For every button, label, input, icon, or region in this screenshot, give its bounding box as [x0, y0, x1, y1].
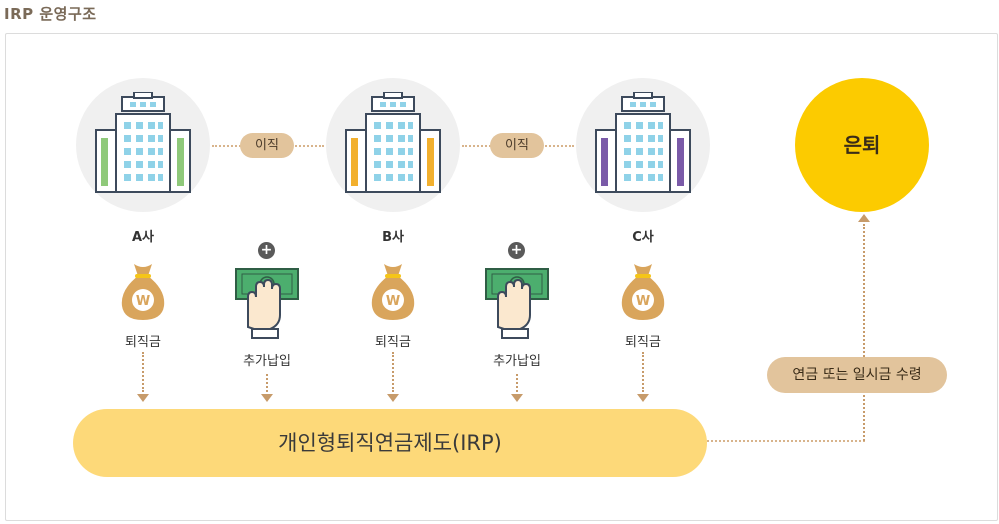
- flow-line-add-1: [266, 374, 268, 392]
- irp-to-retire-line: [707, 440, 865, 442]
- svg-text:W: W: [636, 294, 650, 309]
- building-a-icon: [95, 92, 191, 193]
- arrow-down-icon: [637, 394, 649, 402]
- arrow-down-icon: [511, 394, 523, 402]
- irp-bar: 개인형퇴직연금제도(IRP): [73, 409, 707, 477]
- plus-icon: +: [258, 242, 275, 259]
- company-b-label: B사: [382, 230, 404, 245]
- money-bag-c-icon: W: [621, 264, 665, 320]
- flow-line-c: [642, 352, 644, 392]
- building-b-icon: [345, 92, 441, 193]
- plus-icon: +: [508, 242, 525, 259]
- receive-pill: 연금 또는 일시금 수령: [767, 357, 947, 393]
- severance-a-label: 퇴직금: [125, 335, 161, 350]
- job-change-pill-bc: 이직: [490, 133, 544, 158]
- company-c-label: C사: [632, 230, 654, 245]
- arrow-down-icon: [261, 394, 273, 402]
- retirement-circle: 은퇴: [795, 78, 929, 212]
- job-change-pill-ab: 이직: [240, 133, 294, 158]
- svg-text:W: W: [386, 294, 400, 309]
- hand-money-icon: [235, 268, 299, 339]
- additional-payment-1-label: 추가납입: [243, 354, 291, 369]
- hand-money-icon: [485, 268, 549, 339]
- retire-flow-line: [863, 224, 865, 441]
- arrow-up-icon: [858, 214, 870, 222]
- money-bag-b-icon: W: [371, 264, 415, 320]
- building-c-icon: [595, 92, 691, 193]
- arrow-down-icon: [387, 394, 399, 402]
- diagram-frame: [5, 33, 998, 521]
- flow-line-b: [392, 352, 394, 392]
- flow-line-add-2: [516, 374, 518, 392]
- severance-b-label: 퇴직금: [375, 335, 411, 350]
- arrow-down-icon: [137, 394, 149, 402]
- additional-payment-2-label: 추가납입: [493, 354, 541, 369]
- severance-c-label: 퇴직금: [625, 335, 661, 350]
- flow-line-a: [142, 352, 144, 392]
- svg-text:W: W: [136, 294, 150, 309]
- page-title: IRP 운영구조: [4, 5, 97, 23]
- company-a-label: A사: [131, 230, 155, 245]
- money-bag-a-icon: W: [121, 264, 165, 320]
